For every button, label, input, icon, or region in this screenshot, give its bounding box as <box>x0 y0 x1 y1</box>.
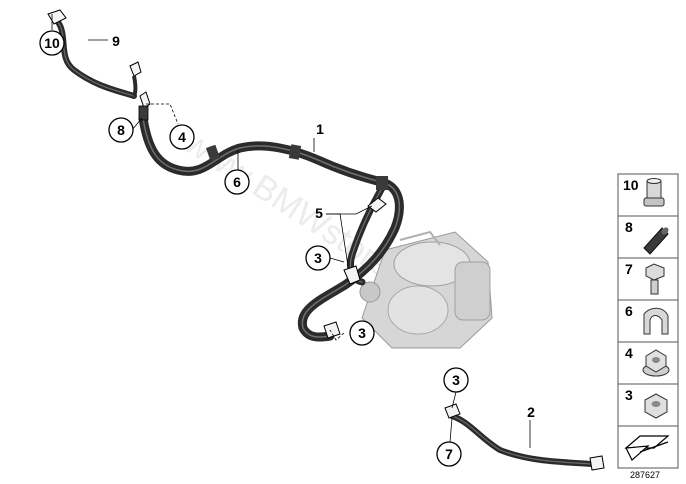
starter-motor <box>359 230 493 349</box>
battery-cable-9 <box>47 9 142 99</box>
callout-7-main: 7 <box>436 441 462 467</box>
reference-number: 287627 <box>630 470 660 480</box>
callout-6-main: 6 <box>224 169 250 195</box>
hex-nut-icon <box>644 393 668 419</box>
ground-cable-2 <box>444 403 605 471</box>
legend-label-7: 7 <box>625 261 633 277</box>
legend-label-10: 10 <box>623 177 639 193</box>
cable-clip-icon <box>643 307 669 335</box>
hex-nut-with-washer-icon <box>642 349 670 377</box>
legend-label-6: 6 <box>625 303 633 319</box>
svg-text:3: 3 <box>452 372 460 388</box>
direction-arrow-icon <box>624 435 670 461</box>
callout-3-upper: 3 <box>305 245 331 271</box>
svg-text:3: 3 <box>358 325 366 341</box>
legend-label-4: 4 <box>625 345 633 361</box>
callout-4-main: 4 <box>169 124 195 150</box>
leader-lines <box>51 14 531 448</box>
callout-8-main: 8 <box>108 117 134 143</box>
svg-text:10: 10 <box>44 35 60 51</box>
grommet-tube-icon <box>643 227 669 255</box>
parts-legend: 10 8 7 6 4 3 <box>617 173 679 469</box>
svg-text:4: 4 <box>178 129 186 145</box>
callout-5: 5 <box>315 205 323 221</box>
callout-3-lower: 3 <box>349 320 375 346</box>
hex-bolt-icon <box>645 263 665 295</box>
svg-text:8: 8 <box>117 122 125 138</box>
sleeve-nut-icon <box>643 178 665 207</box>
legend-label-8: 8 <box>625 219 633 235</box>
legend-label-3: 3 <box>625 387 633 403</box>
callout-10-top: 10 <box>39 30 65 56</box>
callout-9: 9 <box>112 33 120 49</box>
callout-1: 1 <box>316 121 324 137</box>
svg-text:3: 3 <box>314 250 322 266</box>
callout-2: 2 <box>527 404 535 420</box>
svg-text:7: 7 <box>445 446 453 462</box>
starter-cable-1 <box>138 91 404 342</box>
svg-text:6: 6 <box>233 174 241 190</box>
callout-3-right: 3 <box>443 367 469 393</box>
